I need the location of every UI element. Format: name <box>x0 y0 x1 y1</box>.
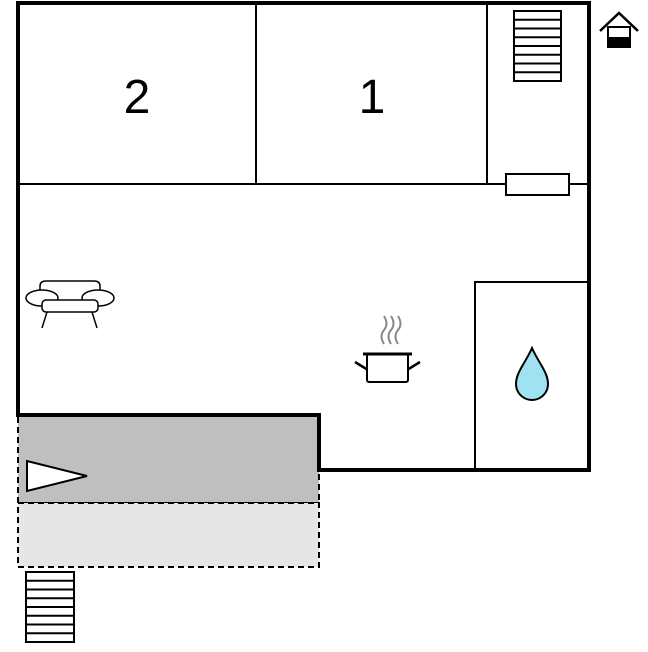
entrance-arrow-icon <box>26 459 88 493</box>
open-terrace <box>17 502 320 568</box>
water-drop-icon <box>514 345 550 401</box>
staircase-icon <box>513 10 562 82</box>
covered-terrace <box>17 414 320 504</box>
sofa-icon <box>25 280 115 329</box>
radiator-icon <box>505 173 570 196</box>
wall-bathroom <box>474 281 589 470</box>
outer-wall <box>16 1 591 472</box>
cooking-pot-icon <box>354 315 421 383</box>
room-label-2: 2 <box>124 71 151 124</box>
outdoor-staircase-icon <box>25 571 75 643</box>
room-label-1: 1 <box>359 71 386 124</box>
entrance-house-icon <box>599 11 639 48</box>
